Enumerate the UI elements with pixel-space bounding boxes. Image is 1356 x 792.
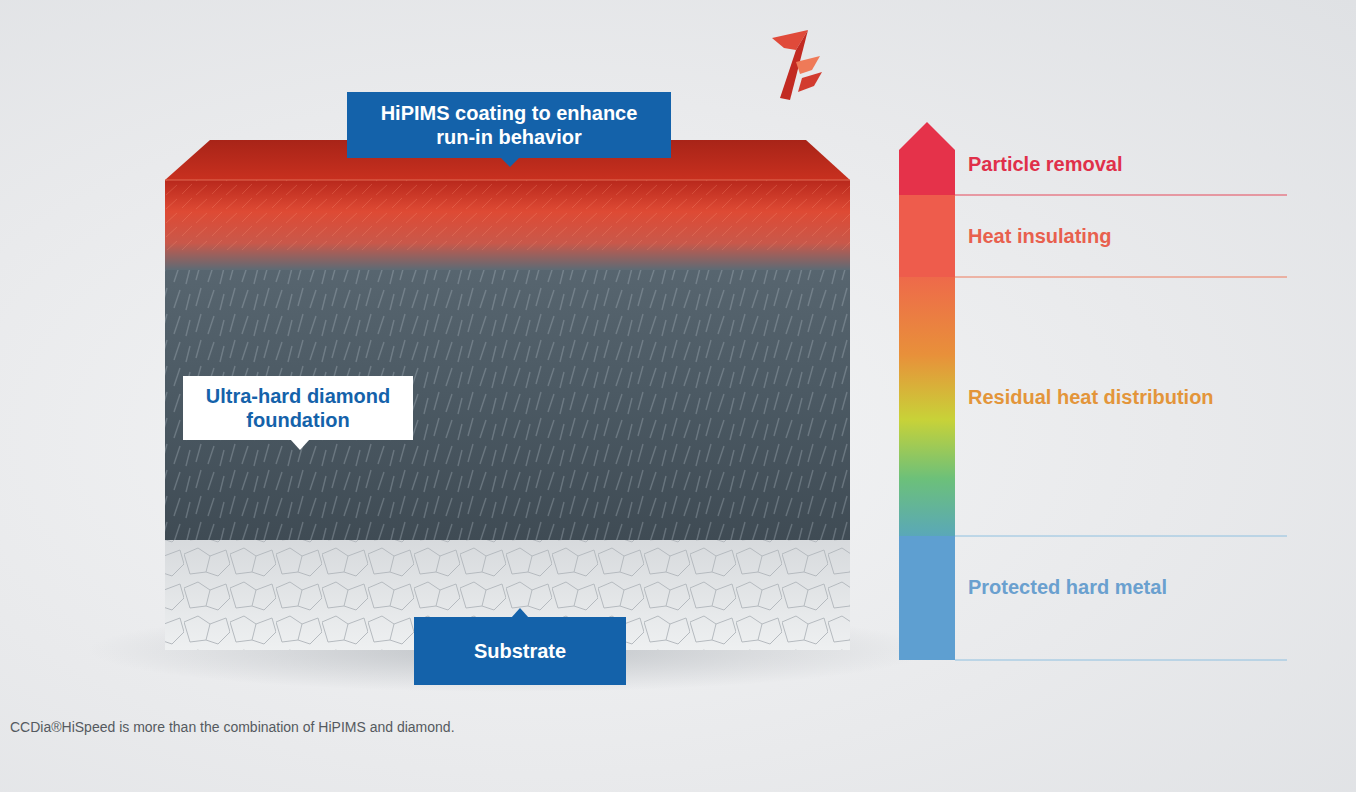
callout-box: HiPIMS coating to enhance run-in behavio… <box>347 92 671 158</box>
hipims-layer <box>165 180 850 270</box>
callout-text: Ultra-hard diamond foundation <box>199 384 397 432</box>
scale-segment <box>899 536 955 660</box>
callout-text: Substrate <box>434 639 606 663</box>
scale-segment <box>899 195 955 277</box>
scale-label: Protected hard metal <box>968 575 1167 599</box>
scale-divider <box>955 660 1287 661</box>
callout-pointer <box>290 439 310 450</box>
heat-scale <box>899 122 1287 660</box>
scale-segment <box>899 277 955 536</box>
scale-divider <box>955 277 1287 278</box>
callout-box: Substrate <box>414 617 626 685</box>
scale-label: Residual heat distribution <box>968 385 1214 409</box>
coating-block <box>165 140 850 650</box>
diamond-layer <box>165 240 850 540</box>
caption: CCDia®HiSpeed is more than the combinati… <box>10 718 455 736</box>
scale-arrow-tip <box>899 122 955 195</box>
scale-divider <box>955 195 1287 196</box>
scale-label: Heat insulating <box>968 224 1111 248</box>
logo-mark <box>772 30 822 100</box>
scale-divider <box>955 536 1287 537</box>
scale-label: Particle removal <box>968 152 1123 176</box>
callout-box: Ultra-hard diamond foundation <box>183 376 413 440</box>
callout-pointer <box>500 157 520 167</box>
callout-text: HiPIMS coating to enhance run-in behavio… <box>367 101 651 149</box>
